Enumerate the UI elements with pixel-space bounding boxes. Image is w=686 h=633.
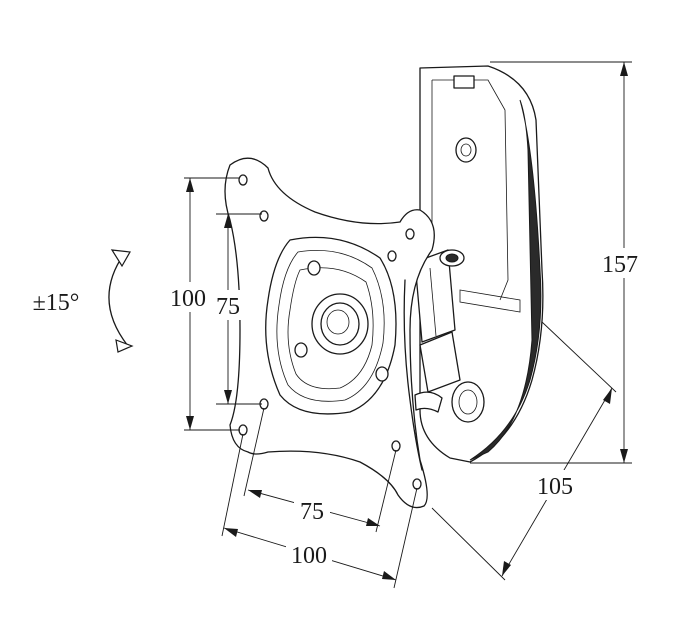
tilt-indicator: ±15° <box>33 249 134 353</box>
bracket-hole-upper <box>455 137 477 163</box>
height-label: 157 <box>602 252 638 278</box>
vesa-inner-vertical-label: 75 <box>216 294 240 320</box>
vesa-outer-vertical-label: 100 <box>170 286 206 312</box>
bracket-hole-lower <box>451 381 485 423</box>
vesa-inner-horizontal-label: 75 <box>300 499 324 525</box>
dimension-depth: 105 <box>431 321 617 581</box>
dimension-vesa-outer-horizontal: 100 <box>221 433 418 589</box>
depth-label: 105 <box>537 474 573 500</box>
tilt-arc-icon <box>108 253 129 347</box>
vesa-hole-100-br <box>412 478 422 490</box>
dimension-vesa-outer-vertical: 100 <box>166 177 240 431</box>
vesa-hole-75-tr <box>387 250 397 262</box>
bracket-slot <box>453 75 475 89</box>
vesa-hole-100-bl <box>238 424 248 436</box>
vesa-outer-horizontal-label: 100 <box>291 543 327 569</box>
tilt-label: ±15° <box>33 290 80 316</box>
dimension-vesa-inner-horizontal: 75 <box>243 407 397 533</box>
vesa-plate <box>224 157 435 509</box>
vesa-hole-100-tr <box>405 228 415 240</box>
vesa-hole-75-br <box>391 440 401 452</box>
vesa-hole-75-tl <box>259 210 269 222</box>
dimension-vesa-inner-vertical: 75 <box>212 213 262 405</box>
vesa-hole-100-tl <box>238 174 248 186</box>
dimension-height: 157 <box>470 61 642 464</box>
tilt-hinge <box>414 249 465 413</box>
